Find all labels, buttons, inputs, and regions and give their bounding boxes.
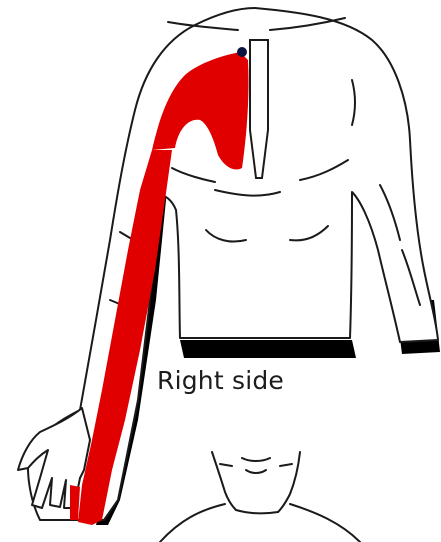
origin-point <box>237 47 247 57</box>
neck-figure <box>160 452 360 542</box>
torso-figure <box>18 8 440 525</box>
side-caption: Right side <box>0 366 441 395</box>
